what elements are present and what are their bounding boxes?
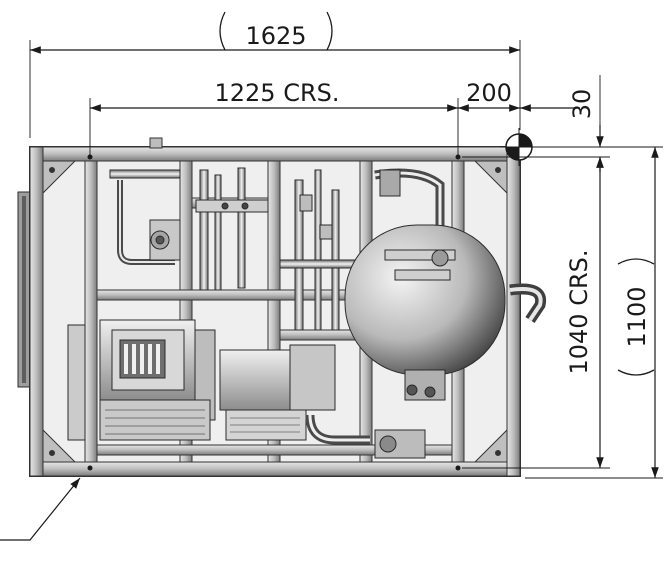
separator-box xyxy=(219,344,426,459)
top-fitting xyxy=(149,137,163,149)
dim-crs-depth: 1040 CRS. xyxy=(565,249,593,374)
piping-bundle xyxy=(109,167,445,331)
frame-rail-bottom xyxy=(29,461,521,477)
dimension-lines xyxy=(0,40,663,541)
dim-overall-depth: 1100 xyxy=(623,286,651,347)
dim-crs-width: 1225 CRS. xyxy=(214,79,339,107)
receiver-vessel xyxy=(344,224,547,401)
cooler-panel xyxy=(17,191,31,388)
frame-rail-top xyxy=(29,146,521,162)
frame-rail-right xyxy=(506,146,521,477)
skid-assembly xyxy=(17,137,547,477)
frame-rail-left xyxy=(29,146,44,477)
corner-gussets xyxy=(42,160,508,463)
motor xyxy=(67,319,216,441)
dim-offset-top: 30 xyxy=(568,89,596,120)
dim-offset-right: 200 xyxy=(466,79,512,107)
reference-parentheses xyxy=(219,11,655,376)
crs-centre-points xyxy=(87,154,461,471)
dim-overall-width: 1625 xyxy=(245,22,306,50)
